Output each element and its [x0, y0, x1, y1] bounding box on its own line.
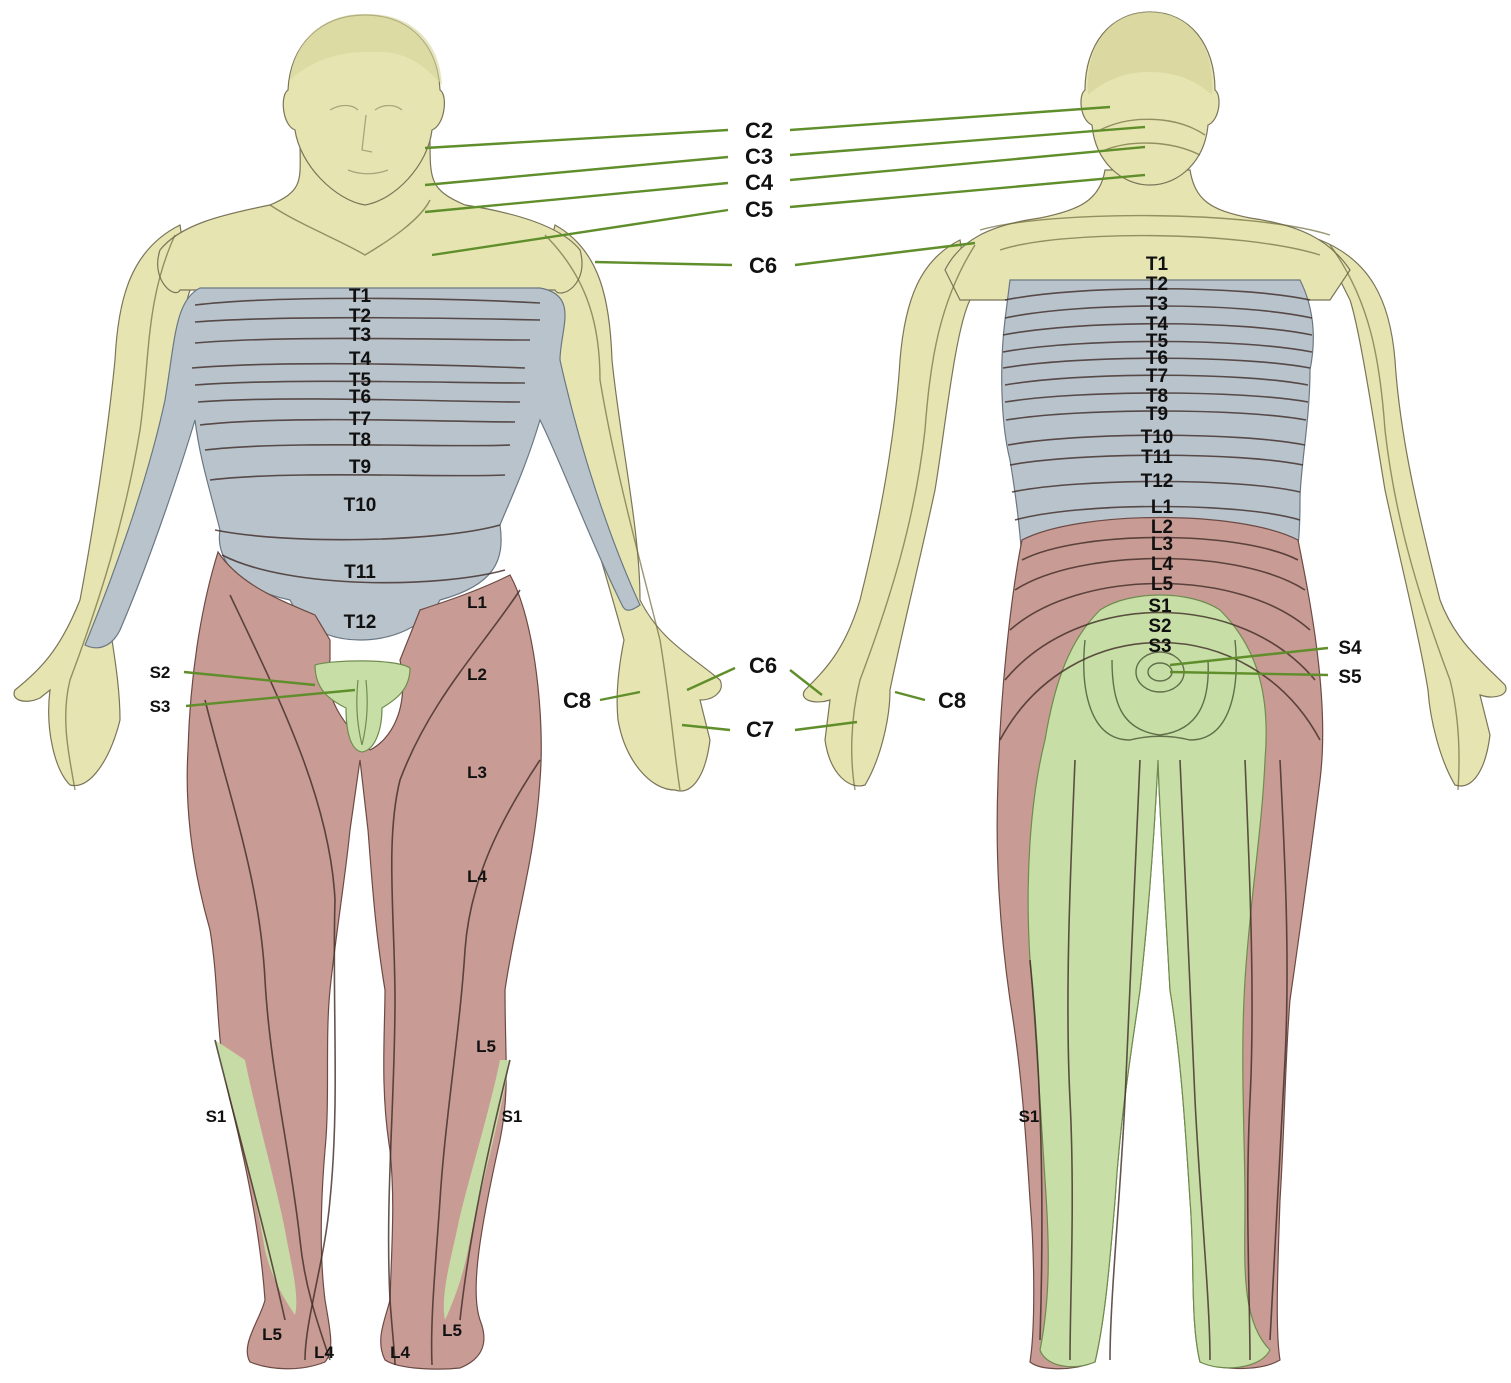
label-c4: C4	[745, 170, 774, 195]
front-label-l3: L3	[467, 763, 487, 782]
label-c5: C5	[745, 197, 773, 222]
back-label-t7: T7	[1146, 366, 1168, 387]
front-label-l2: L2	[467, 665, 487, 684]
label-c2: C2	[745, 118, 773, 143]
front-label-t6: T6	[349, 387, 371, 408]
back-label-s1: S1	[1148, 596, 1172, 617]
front-label-t12: T12	[344, 612, 377, 633]
back-label-t10: T10	[1141, 427, 1174, 448]
front-label-s2: S2	[150, 663, 171, 682]
front-label-t8: T8	[349, 430, 371, 451]
back-label-t12: T12	[1141, 471, 1174, 492]
back-sacral-region	[1028, 595, 1270, 1368]
back-label-l3: L3	[1151, 534, 1173, 555]
back-label-t9: T9	[1146, 404, 1168, 425]
back-figure	[803, 12, 1506, 1369]
back-label-s3: S3	[1148, 636, 1171, 657]
label-c7: C7	[746, 717, 774, 742]
front-label-foot-l5-right: L5	[262, 1325, 282, 1344]
front-label-s1-left: S1	[502, 1107, 523, 1126]
front-label-t2: T2	[349, 306, 371, 327]
front-label-t3: T3	[349, 325, 371, 346]
front-label-t9: T9	[349, 457, 371, 478]
front-label-foot-l5-left: L5	[442, 1321, 462, 1340]
front-label-t10: T10	[344, 495, 377, 516]
front-label-foot-l4-left: L4	[390, 1343, 410, 1362]
front-label-c8: C8	[563, 688, 591, 713]
back-lumbar-labels: L1 L2 L3 L4 L5	[1151, 497, 1174, 595]
back-label-t11: T11	[1141, 447, 1173, 468]
front-label-t1: T1	[349, 286, 372, 307]
back-label-s5: S5	[1338, 667, 1362, 688]
back-label-s2: S2	[1148, 616, 1171, 637]
back-label-t1: T1	[1146, 254, 1169, 275]
back-label-l4: L4	[1151, 554, 1174, 575]
back-label-s4: S4	[1338, 638, 1362, 659]
back-label-s1-leg: S1	[1019, 1107, 1040, 1126]
label-c3: C3	[745, 144, 773, 169]
back-label-l5: L5	[1151, 574, 1174, 595]
back-right-arm	[1320, 240, 1506, 786]
front-label-l1: L1	[467, 593, 487, 612]
front-label-t4: T4	[349, 349, 372, 370]
front-label-t7: T7	[349, 409, 371, 430]
front-label-l4: L4	[467, 867, 487, 886]
label-c6-hand: C6	[749, 653, 777, 678]
back-label-l1: L1	[1151, 497, 1174, 518]
front-label-l5: L5	[476, 1037, 496, 1056]
cervical-labels: C2 C3 C4 C5 C6	[745, 118, 777, 278]
front-label-t11: T11	[344, 562, 376, 583]
back-label-t3: T3	[1146, 294, 1168, 315]
back-label-t2: T2	[1146, 274, 1168, 295]
front-label-foot-l4-right: L4	[314, 1343, 334, 1362]
front-label-s3: S3	[150, 697, 171, 716]
label-c6-shoulder: C6	[749, 253, 777, 278]
front-figure	[14, 14, 721, 1369]
back-label-c8: C8	[938, 688, 966, 713]
front-label-s1-right: S1	[206, 1107, 227, 1126]
